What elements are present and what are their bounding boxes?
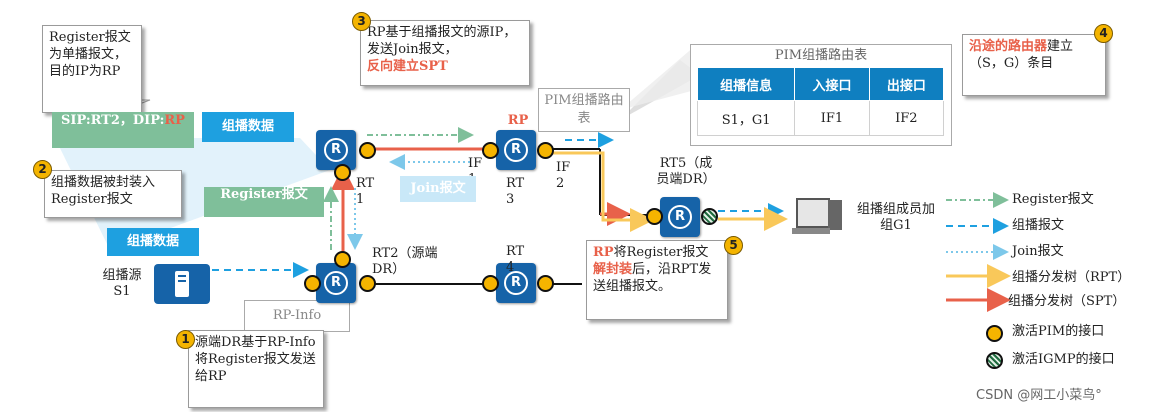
rp-info-tag: RP-Info — [244, 300, 350, 332]
router-icon: R — [324, 271, 348, 295]
router-icon: R — [504, 271, 528, 295]
rp-label: RP — [507, 113, 529, 128]
step-5-badge: 5 — [724, 236, 743, 255]
rt2-label: RT2（源端DR） — [372, 246, 438, 277]
rt1-label: RT 1 — [356, 176, 375, 207]
pim-table: 组播信息 入接口 出接口 S1，G1 IF1 IF2 — [696, 67, 945, 136]
callout-decap-rp: RP — [593, 245, 614, 260]
port-rt5-left — [646, 208, 663, 225]
callout-rp-decap: RP将Register报文解封装后，沿RPT发送组播报文。 — [586, 240, 728, 320]
callout-register-unicast-text: Register报文为单播报文，目的IP为RP — [49, 30, 131, 79]
router-icon: R — [668, 205, 692, 229]
member-label: 组播组成员加组G1 — [856, 202, 935, 233]
port-rt4-right — [537, 275, 554, 292]
port-rt5-igmp — [701, 208, 718, 225]
port-rt1-right — [359, 142, 376, 159]
legend-mcast: 组播报文 — [1012, 218, 1065, 233]
step-1-badge: 1 — [176, 330, 195, 349]
mcast-data-tag-left: 组播数据 — [107, 228, 199, 256]
source-label: 组播源S1 — [102, 268, 142, 299]
pim-header-1: 入接口 — [794, 67, 870, 101]
callout-rp-join-text: RP基于组播报文的源IP，发送Join报文， — [367, 25, 517, 57]
if2-label: IF 2 — [556, 160, 571, 191]
callout-source-dr-text: 源端DR基于RP-Info将Register报文发送给RP — [195, 335, 316, 384]
router-icon: R — [504, 138, 528, 162]
sip-dip-tag: SIP:RT2，DIP:RP — [52, 112, 194, 148]
pim-header-2: 出接口 — [868, 67, 945, 101]
callout-decap-text1: 将Register报文 — [613, 245, 709, 260]
callout-decap-text2: 后，沿RPT发送组播报文。 — [593, 262, 712, 294]
port-rt3-left — [482, 142, 499, 159]
router-rt2[interactable]: R — [316, 263, 356, 303]
pim-cell-0: S1，G1 — [696, 100, 796, 136]
legend-join: Join报文 — [1012, 244, 1064, 259]
router-rt3[interactable]: R — [496, 130, 536, 170]
callout-encapsulate-text: 组播数据被封装入Register报文 — [51, 175, 156, 207]
pim-cell-2: IF2 — [868, 100, 945, 136]
router-rt1[interactable]: R — [316, 130, 356, 170]
pim-cell-1: IF1 — [794, 100, 870, 136]
legend-pim-port-icon — [986, 325, 1003, 342]
step-3-badge: 3 — [352, 12, 371, 31]
legend-pim-if: 激活PIM的接口 — [1012, 324, 1105, 339]
callout-register-unicast: Register报文为单播报文，目的IP为RP — [42, 25, 142, 113]
rt5-label: RT5（成员端DR） — [656, 156, 716, 187]
port-rt2-top — [334, 251, 351, 268]
pc-icon — [790, 196, 846, 236]
rt3-label: RT 3 — [506, 176, 525, 207]
legend-register: Register报文 — [1012, 192, 1094, 207]
sip-dip-text: SIP:RT2，DIP: — [61, 113, 165, 128]
watermark: CSDN @网工小菜鸟° — [976, 388, 1102, 403]
callout-sg-hl: 沿途的路由器 — [969, 39, 1048, 54]
pim-table-panel: PIM组播路由表 组播信息 入接口 出接口 S1，G1 IF1 IF2 — [690, 44, 952, 146]
router-rt4[interactable]: R — [496, 263, 536, 303]
callout-source-dr: 源端DR基于RP-Info将Register报文发送给RP — [188, 330, 324, 408]
mcast-data-tag-top: 组播数据 — [202, 112, 294, 142]
legend-igmp-port-icon — [986, 352, 1003, 369]
router-icon: R — [324, 138, 348, 162]
port-rt2-right — [359, 275, 376, 292]
port-rt2-left — [304, 275, 321, 292]
join-tag: Join报文 — [400, 176, 476, 202]
mcast-beam — [55, 138, 330, 250]
callout-rp-join: RP基于组播报文的源IP，发送Join报文， 反向建立SPT — [360, 20, 530, 86]
callout-encapsulate: 组播数据被封装入Register报文 — [44, 170, 182, 218]
rt4-label: RT 4 — [506, 244, 525, 275]
port-rt3-right — [537, 142, 554, 159]
register-tag: Register报文 — [204, 187, 324, 217]
callout-decap-hl: 解封装 — [593, 262, 633, 277]
legend-igmp-if: 激活IGMP的接口 — [1012, 352, 1115, 367]
step-2-badge: 2 — [33, 160, 52, 179]
pim-header-0: 组播信息 — [696, 67, 796, 101]
legend-rpt: 组播分发树（RPT） — [1012, 270, 1131, 285]
sip-dip-rp: RP — [164, 113, 185, 128]
step-4-badge: 4 — [1094, 24, 1113, 43]
server-icon — [154, 264, 210, 304]
port-rt4-left — [482, 275, 499, 292]
pim-table-small-tag: PIM组播路由表 — [538, 88, 630, 132]
callout-rp-join-hl: 反向建立SPT — [367, 59, 448, 74]
legend-spt: 组播分发树（SPT） — [1008, 294, 1126, 309]
callout-sg-text: 建立（S，G）条目 — [969, 39, 1074, 71]
rpt-rt3-rt5 — [545, 151, 654, 232]
callout-sg-entry: 沿途的路由器建立（S，G）条目 — [962, 34, 1106, 96]
pim-table-title: PIM组播路由表 — [774, 48, 868, 63]
router-rt5[interactable]: R — [660, 197, 700, 237]
port-rt1-bottom — [334, 164, 351, 181]
